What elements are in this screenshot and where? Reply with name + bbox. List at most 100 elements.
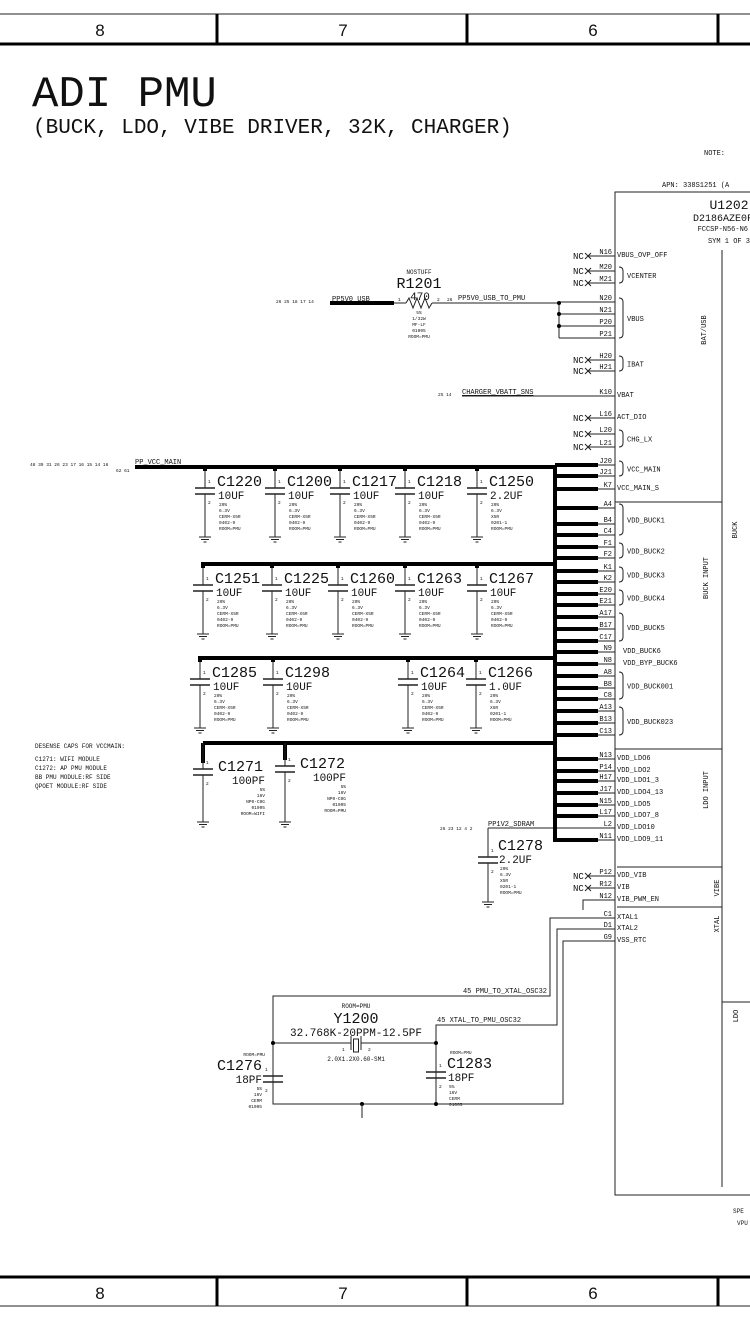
section-label: LDO <box>733 1010 741 1023</box>
cap-refdes: C1217 <box>352 474 397 491</box>
signal-vdd-ldo10: VDD_LDO10 <box>617 824 655 832</box>
pin-number: 2 <box>265 1088 268 1094</box>
pin-number: 2 <box>411 691 414 697</box>
pin-number: A13 <box>599 704 612 712</box>
pin-n15: N15 <box>555 798 615 807</box>
capacitor-icon <box>195 487 215 495</box>
r1201-spec: 01005 <box>412 328 426 334</box>
signal-label: VDD_LDO10 <box>617 824 655 832</box>
junction-dot <box>403 562 407 568</box>
pin-number: B4 <box>604 517 612 525</box>
net-pmu-to-xtal-osc32[interactable]: 45 PMU_TO_XTAL_OSC32 <box>463 988 547 996</box>
pin-e20: E20 <box>555 587 615 596</box>
junction-dot <box>474 656 478 662</box>
cap-refdes: C1220 <box>217 474 262 491</box>
net-xtal-to-pmu-osc32[interactable]: 45 XTAL_TO_PMU_OSC32 <box>437 1017 521 1025</box>
cap-value: 100PF <box>313 773 346 785</box>
no-connect-icon <box>584 430 592 438</box>
signal-vdd-buck4: VDD_BUCK4 <box>618 589 665 606</box>
column-number: 7 <box>338 21 347 40</box>
pin-number: 1 <box>288 757 291 763</box>
pin-f1: F1 <box>555 540 615 549</box>
pin-number: L21 <box>599 440 612 448</box>
pin-number: 1 <box>411 670 414 676</box>
no-connect-icon <box>584 356 592 364</box>
junction-dot <box>557 312 561 316</box>
pin-number: 1 <box>265 1067 268 1073</box>
u1202-refdes: U1202 <box>709 198 748 213</box>
cap-spec: 16V <box>338 790 346 796</box>
pin-number: 2 <box>203 691 206 697</box>
pin-number: E20 <box>599 587 612 595</box>
net-pp-vcc-main[interactable]: PP_VCC_MAIN <box>135 459 181 467</box>
junction-dot <box>271 1041 275 1045</box>
signal-vcc-main: VCC_MAIN <box>618 460 661 477</box>
signal-label: XTAL1 <box>617 914 638 922</box>
capacitor-icon <box>265 487 285 495</box>
cap-refdes: C1285 <box>212 665 257 682</box>
ground-icon <box>399 536 411 543</box>
pin-number: J21 <box>599 469 612 477</box>
cap-value: 10UF <box>216 588 242 600</box>
cap-spec: 0402-9 <box>352 617 369 623</box>
signal-vbus: VBUS <box>618 297 644 339</box>
page-title: ADI PMU <box>32 70 217 120</box>
cap-value: 10UF <box>218 491 244 503</box>
pin-number: 1 <box>278 479 281 485</box>
pin-p21: P21 <box>559 331 615 339</box>
pin-number: 1 <box>480 479 483 485</box>
cap-spec: 6.3V <box>354 508 365 514</box>
cap-spec: ROOM=PMU <box>419 526 441 532</box>
net-pp5v0-usb[interactable]: PP5V0_USB <box>332 296 370 304</box>
junction-dot <box>201 562 205 568</box>
charger-vbatt-net: 25 14 CHARGER_VBATT_SNS <box>438 389 590 398</box>
signal-label: ACT_DIO <box>617 414 646 422</box>
pin-j21: J21 <box>555 469 615 478</box>
pin-b4: B4 <box>555 517 615 526</box>
bracket-icon <box>618 460 624 477</box>
signal-vcc-main-s: VCC_MAIN_S <box>617 485 659 493</box>
cap-spec: NP0-C0G <box>246 799 265 805</box>
pin-number: A8 <box>604 669 612 677</box>
pin-number: 2 <box>480 597 483 603</box>
cap-spec: ROOM=PMU <box>354 526 376 532</box>
net-pp1v2-sdram[interactable]: PP1V2_SDRAM <box>488 821 534 829</box>
cap-spec: CERM-X5R <box>419 611 441 617</box>
cap-spec: 0402-9 <box>286 617 303 623</box>
signal-label: VSS_RTC <box>617 937 646 945</box>
pin-number: 1 <box>408 576 411 582</box>
note-line: C1272: AP PMU MODULE <box>35 765 107 772</box>
net-pp5v0-usb-to-pmu[interactable]: PP5V0_USB_TO_PMU <box>458 295 525 303</box>
cap-value: 1.0UF <box>489 682 522 694</box>
nc-label: NC <box>573 252 584 262</box>
cap-spec: CERM-X5R <box>214 705 236 711</box>
cap-spec: 01005 <box>449 1102 463 1108</box>
cap-refdes: C1271 <box>218 759 263 776</box>
section-label: LDO INPUT <box>703 771 711 809</box>
r1201-spec: ROOM=PMU <box>408 334 430 340</box>
cap-spec: ROOM=PMU <box>287 717 309 723</box>
cap-spec: 20% <box>354 502 362 508</box>
cap-spec: 0402-9 <box>422 711 439 717</box>
junction-dot <box>406 656 410 662</box>
junction-dot <box>198 656 202 662</box>
nc-label: NC <box>573 367 584 377</box>
nc-label: NC <box>573 430 584 440</box>
net-charger-vbatt-sns[interactable]: CHARGER_VBATT_SNS <box>462 389 533 397</box>
pin-number: P21 <box>599 331 612 339</box>
bracket-icon <box>618 542 624 559</box>
y1200-value: 32.768K-20PPM-12.5PF <box>290 1028 422 1040</box>
cap-value: 10UF <box>351 588 377 600</box>
cap-spec: ROOM=PMU <box>491 623 513 629</box>
net-page-refs: 48 39 31 26 23 17 16 15 14 16 <box>30 462 109 468</box>
pin-c13: C13 <box>555 728 615 737</box>
junction-dot <box>434 1102 438 1106</box>
signal-vbat: VBAT <box>617 392 634 400</box>
signal-vdd-buck3: VDD_BUCK3 <box>618 566 665 583</box>
cap-spec: 20% <box>491 599 499 605</box>
